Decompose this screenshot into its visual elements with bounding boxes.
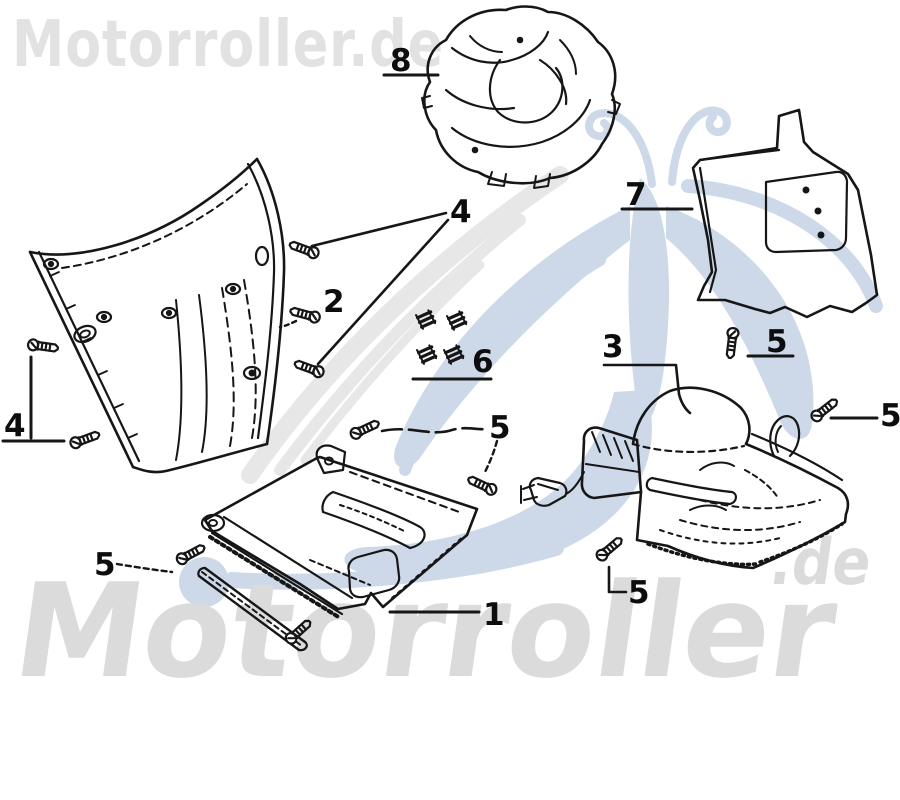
part-label-5-left: 5 — [94, 547, 116, 583]
watermark-layer: Motorroller.de Motorroller .de — [6, 8, 883, 707]
part-label-4-center: 4 — [450, 194, 472, 230]
part-1-floorboard-drawing — [200, 444, 479, 620]
part-label-8: 8 — [390, 43, 412, 79]
leader-part-2 — [278, 319, 298, 329]
screw-icon — [67, 427, 103, 451]
part-label-4-left: 4 — [4, 408, 26, 444]
part-label-6: 6 — [472, 344, 494, 380]
part-label-1: 1 — [483, 597, 505, 633]
watermark-bottom-text: Motorroller — [6, 556, 846, 707]
part-label-2: 2 — [323, 284, 345, 320]
leader-part-5-mid — [380, 426, 488, 434]
part-number-labels: 8 7 4 4 2 6 5 5 5 5 5 3 1 — [4, 43, 900, 633]
part-label-3: 3 — [602, 329, 624, 365]
leader-part-5-left — [115, 562, 174, 574]
leg-shield-panel-drawing — [28, 157, 286, 474]
sill-strip-drawing — [197, 566, 308, 652]
watermark-top-text: Motorroller.de — [12, 8, 444, 82]
logo-swoosh-gray-icon — [241, 166, 569, 484]
clip-icon — [444, 308, 469, 333]
part-3-tray-drawing — [520, 386, 850, 570]
diagram-lineart — [1, 5, 879, 652]
leader-part-3 — [602, 363, 692, 415]
screw-icon — [723, 326, 741, 360]
motorroller-fly-logo-icon — [179, 106, 883, 607]
part-label-5-mid: 5 — [489, 410, 511, 446]
clip-icon — [414, 342, 439, 367]
part-label-5-right: 5 — [880, 398, 900, 434]
part-8-housing-drawing — [421, 5, 621, 189]
part-7-panel-drawing — [691, 108, 879, 319]
part-label-5-lower: 5 — [628, 575, 650, 611]
leader-part-4-left — [1, 355, 66, 443]
screw-icon — [347, 416, 383, 442]
part-label-5-upper-right: 5 — [766, 324, 788, 360]
screw-icon — [26, 337, 60, 356]
leader-part-5-mid-down — [483, 439, 499, 474]
screw-icon — [286, 237, 322, 261]
leader-lines — [1, 73, 879, 614]
leader-part-5-lower — [607, 565, 628, 594]
leader-part-4-center — [310, 211, 450, 366]
screw-icon — [464, 472, 500, 498]
part-label-7: 7 — [625, 177, 647, 213]
